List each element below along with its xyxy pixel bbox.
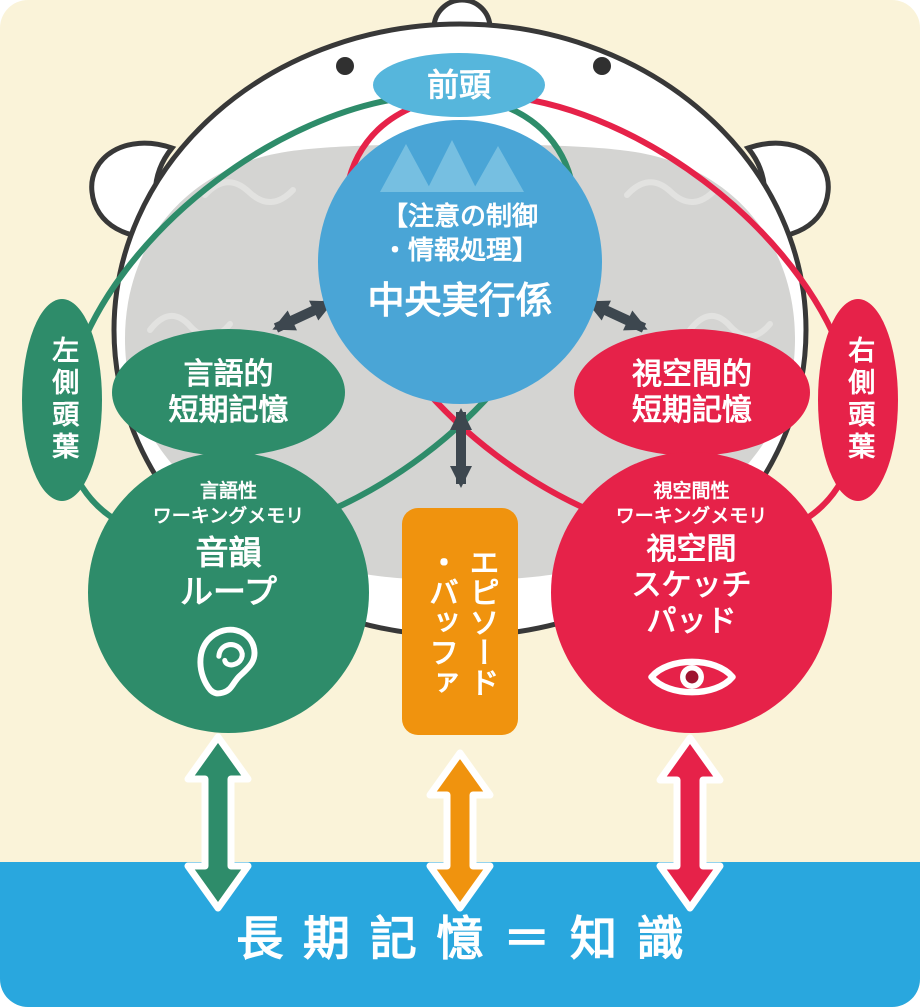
left-temporal-lobe-label: 左側頭葉 [47,336,79,464]
right-ear [743,140,831,240]
eye-icon [646,648,738,706]
episodic-buffer-label: エピソード ・バッファ [423,546,499,697]
right-temporal-lobe-bubble: 右側頭葉 [818,299,898,501]
visuospatial-sketchpad-bubble: 視空間性 ワーキングメモリ 視空間 スケッチ パッド [551,452,832,733]
frontal-label-bubble: 前頭 [373,53,545,117]
head-bump [431,0,493,59]
sketchpad-note: 視空間性 ワーキングメモリ [615,479,768,527]
cortex-zigzag-decoration [380,140,524,192]
left-ear [89,140,177,240]
phonological-loop-note: 言語性 ワーキングメモリ [152,480,305,527]
central-executive-bubble: 【注意の制御 ・情報処理】 中央実行係 [318,120,602,404]
right-eye [593,57,611,75]
frontal-label: 前頭 [426,65,491,104]
ear-icon [191,620,267,706]
episodic-buffer-bubble: エピソード ・バッファ [402,508,518,735]
central-executive-note: 【注意の制御 ・情報処理】 [381,202,538,266]
visuospatial-stm-bubble: 視空間的 短期記憶 [574,329,810,456]
phonological-loop-title: 音韻 ループ [179,532,278,612]
verbal-stm-bubble: 言語的 短期記憶 [112,329,345,456]
left-eye [336,57,354,75]
central-executive-title: 中央実行係 [367,278,553,322]
central-to-verbal-arrow [272,298,334,333]
sketchpad-title: 視空間 スケッチ パッド [631,532,752,640]
central-to-visuospatial-arrow [586,298,648,333]
left-temporal-lobe-bubble: 左側頭葉 [22,299,102,501]
long-term-memory-band: 長期記憶＝知識 [0,862,920,1007]
long-term-memory-label: 長期記憶＝知識 [236,912,704,967]
phonological-loop-bubble: 言語性 ワーキングメモリ 音韻 ループ [88,452,369,733]
visuospatial-stm-label: 視空間的 短期記憶 [632,356,752,428]
verbal-stm-label: 言語的 短期記憶 [168,356,289,428]
right-temporal-lobe-label: 右側頭葉 [843,336,875,464]
